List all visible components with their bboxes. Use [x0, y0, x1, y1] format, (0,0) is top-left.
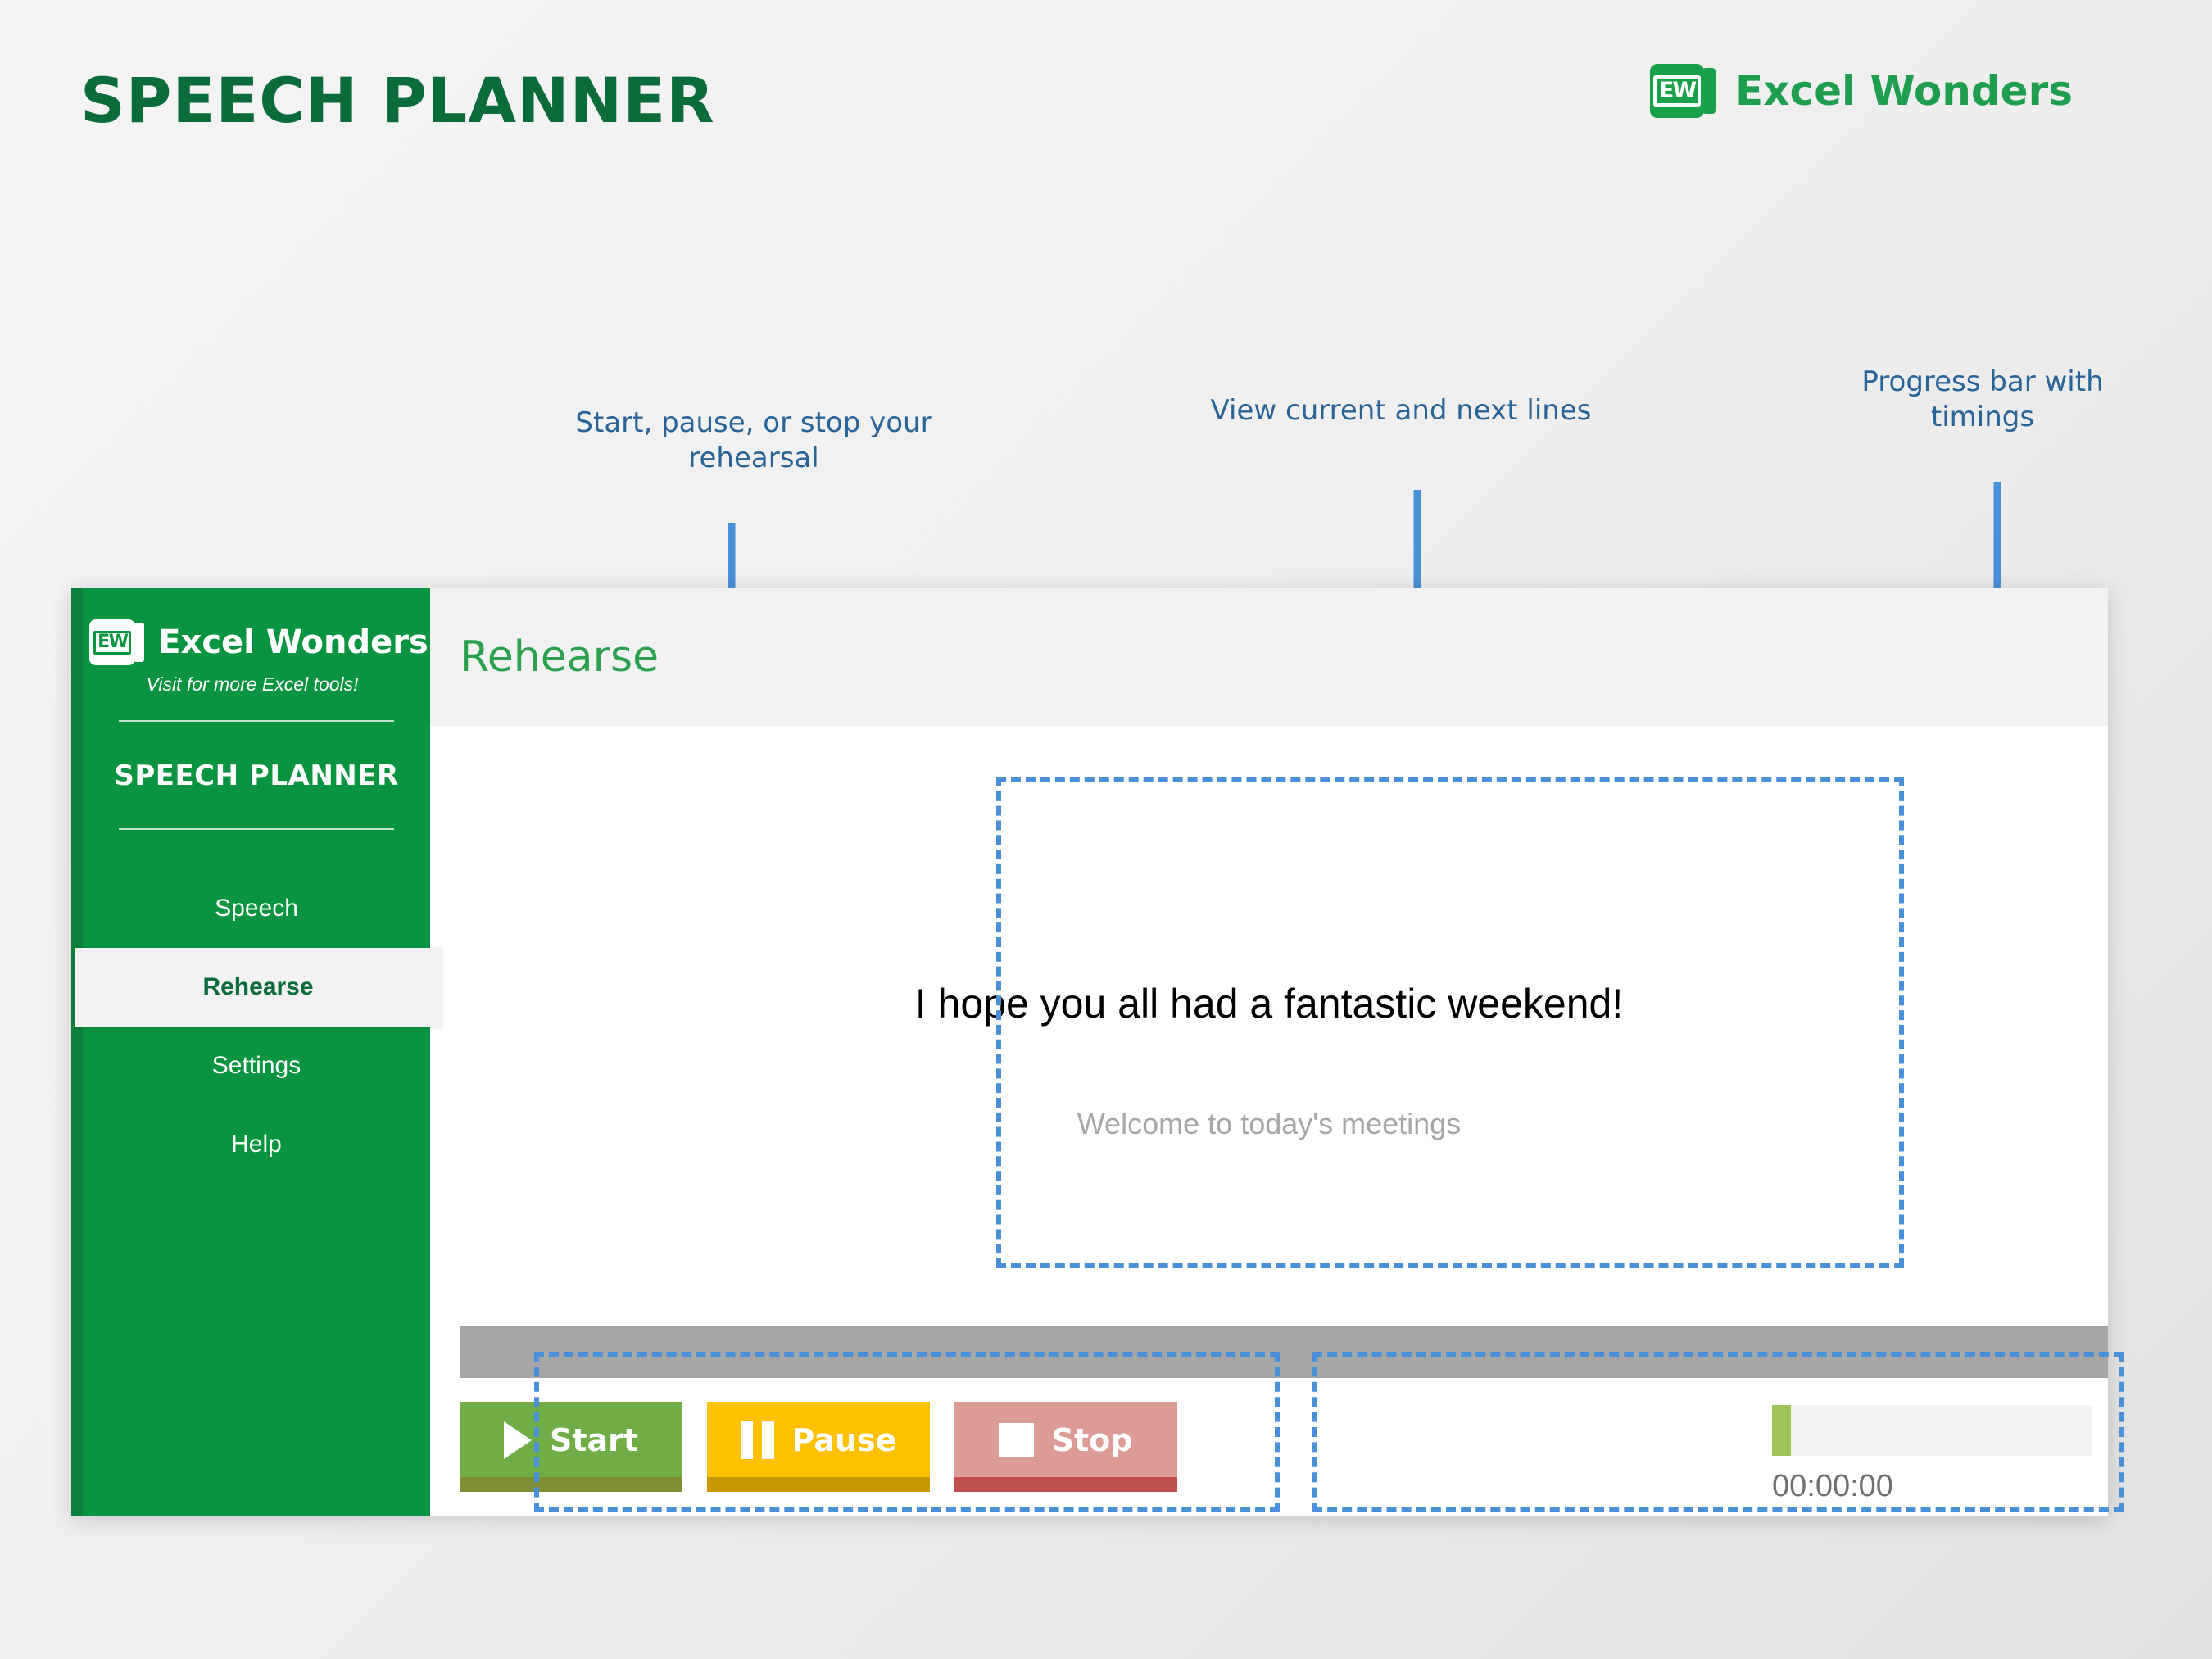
brand-name: Excel Wonders — [1735, 67, 2073, 115]
callout-progress-label: Progress bar with timings — [1861, 365, 2104, 433]
main-pane: Rehearse I hope you all had a fantastic … — [430, 588, 2108, 1516]
sidebar-item-speech[interactable]: Speech — [83, 869, 430, 948]
main-header: Rehearse — [430, 588, 2108, 726]
pause-icon — [740, 1421, 774, 1459]
callout-lines-label: View current and next lines — [1210, 394, 1592, 427]
pause-button[interactable]: Pause — [707, 1402, 930, 1492]
progress-bar-fill — [1772, 1405, 1792, 1456]
logo-tab-shape — [134, 623, 145, 662]
sidebar-item-label: Rehearse — [202, 973, 314, 1000]
button-foot — [460, 1477, 682, 1492]
play-icon — [503, 1421, 532, 1459]
pause-button-label: Pause — [791, 1422, 897, 1458]
stop-button[interactable]: Stop — [954, 1402, 1177, 1492]
sidebar-item-rehearse[interactable]: Rehearse — [75, 948, 442, 1027]
page-title: SPEECH PLANNER — [80, 64, 715, 137]
sidebar-tagline: Visit for more Excel tools! — [146, 673, 359, 695]
start-button-label: Start — [549, 1422, 639, 1458]
timer-readout: 00:00:00 — [1772, 1469, 1893, 1503]
sidebar-brand: EW Excel Wonders Visit for more Excel to… — [83, 588, 430, 830]
excel-wonders-logo-icon: EW — [1650, 64, 1716, 118]
sidebar-divider-bottom — [119, 828, 394, 830]
stop-icon — [999, 1423, 1034, 1457]
start-button[interactable]: Start — [460, 1402, 682, 1492]
sidebar-item-settings[interactable]: Settings — [83, 1027, 430, 1105]
sidebar: EW Excel Wonders Visit for more Excel to… — [71, 588, 442, 1516]
stop-button-label: Stop — [1051, 1422, 1133, 1458]
callout-controls-label: Start, pause, or stop your rehearsal — [575, 406, 932, 474]
next-line-text: Welcome to today's meetings — [1077, 1107, 1462, 1140]
sidebar-brand-name: Excel Wonders — [158, 623, 428, 661]
sidebar-app-name: SPEECH PLANNER — [114, 759, 399, 792]
sidebar-item-label: Speech — [215, 895, 298, 922]
transport-controls: Start Pause Stop — [460, 1402, 1177, 1492]
logo-initials: EW — [1652, 75, 1702, 107]
status-band — [460, 1326, 2108, 1378]
sidebar-item-help[interactable]: Help — [83, 1105, 430, 1184]
button-foot — [954, 1477, 1177, 1492]
app-window: EW Excel Wonders Visit for more Excel to… — [71, 588, 2108, 1516]
excel-wonders-logo-icon: EW — [89, 619, 145, 665]
sidebar-nav: Speech Rehearse Settings Help — [75, 869, 442, 1184]
brand-logo-header: EW Excel Wonders — [1650, 64, 2073, 118]
sidebar-item-label: Help — [231, 1131, 282, 1158]
logo-tab-shape — [1702, 68, 1716, 114]
progress-bar[interactable] — [1772, 1405, 2092, 1456]
controls-strip: Start Pause Stop 00:00:00 — [430, 1378, 2108, 1516]
button-foot — [707, 1477, 930, 1492]
logo-initials: EW — [93, 630, 132, 655]
current-line-text: I hope you all had a fantastic weekend! — [914, 981, 1624, 1027]
sidebar-divider-top — [119, 720, 394, 722]
main-header-title: Rehearse — [460, 632, 660, 682]
progress-area: 00:00:00 — [1772, 1390, 2092, 1504]
sidebar-item-label: Settings — [211, 1052, 301, 1079]
